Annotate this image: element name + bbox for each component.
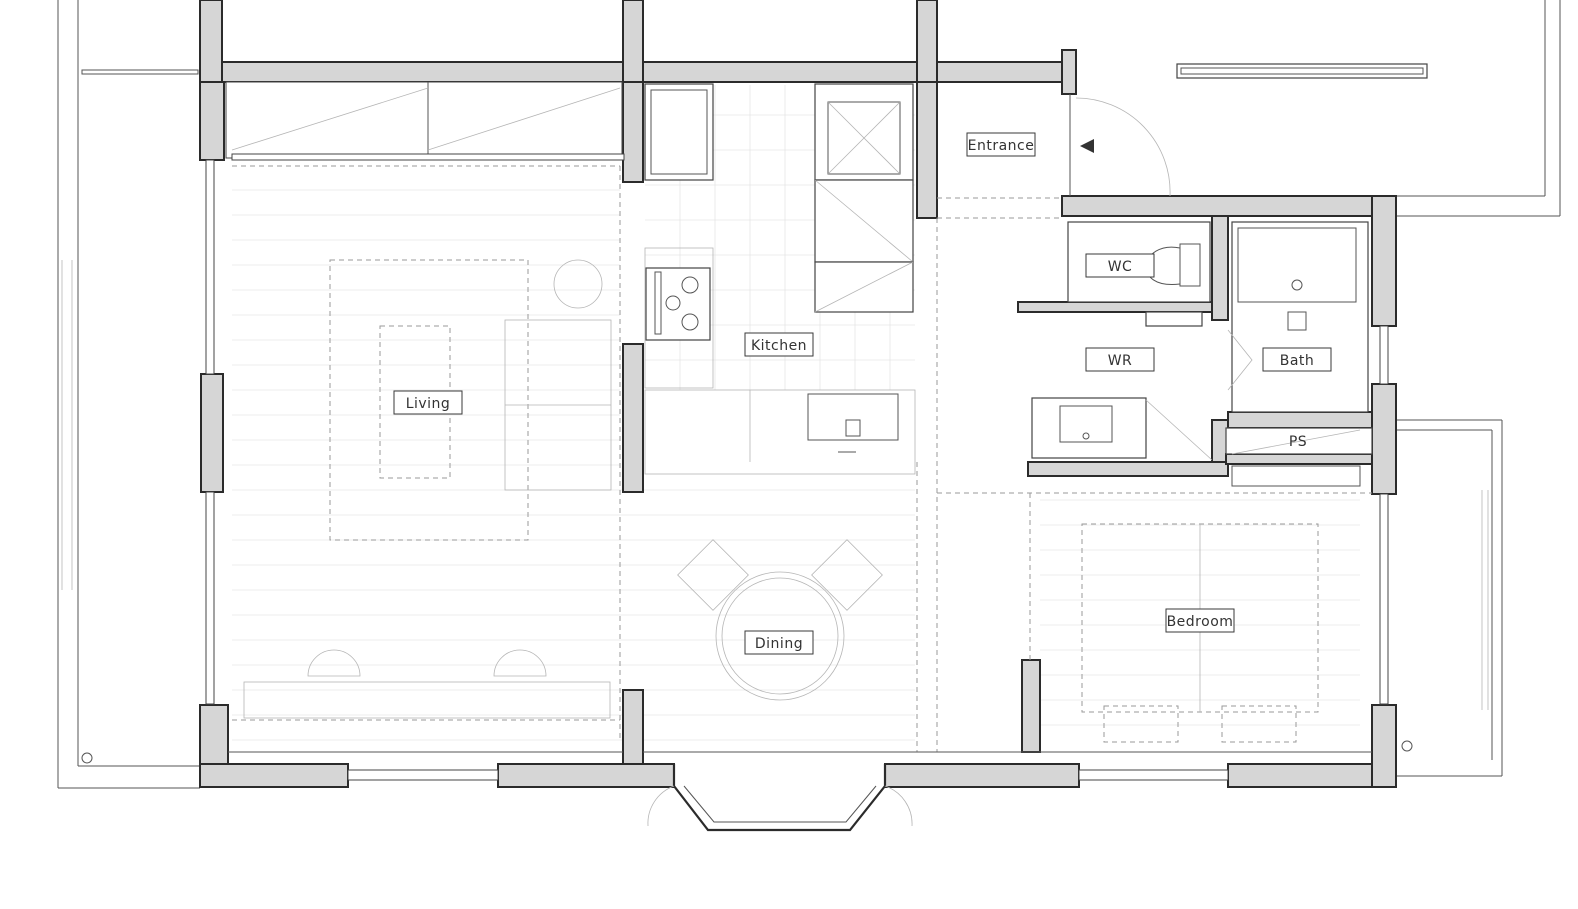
bedroom-label: Bedroom bbox=[1167, 614, 1234, 630]
wc-label: WC bbox=[1108, 259, 1133, 275]
entrance-label: Entrance bbox=[968, 138, 1035, 154]
room-label-wr: WR bbox=[1085, 347, 1155, 372]
entrance-door bbox=[1069, 94, 1171, 197]
room-label-dining: Dining bbox=[744, 630, 814, 655]
bath-label: Bath bbox=[1280, 353, 1315, 369]
room-label-ps: PS bbox=[1289, 434, 1307, 450]
room-label-bath: Bath bbox=[1262, 347, 1332, 372]
living-label: Living bbox=[406, 396, 451, 412]
windows bbox=[205, 81, 1389, 781]
site-outline bbox=[57, 0, 1561, 789]
room-label-bedroom: Bedroom bbox=[1165, 608, 1235, 633]
ps-label: PS bbox=[1289, 434, 1307, 450]
wr-label: WR bbox=[1108, 353, 1133, 369]
room-label-living: Living bbox=[393, 390, 463, 415]
room-label-kitchen: Kitchen bbox=[744, 332, 814, 357]
entry-arrow-icon bbox=[1080, 139, 1094, 153]
dining-label: Dining bbox=[755, 636, 803, 652]
bay-window bbox=[647, 764, 913, 832]
room-labels: Entrance WC Bath Kitchen WR Living PS Di… bbox=[393, 132, 1332, 655]
room-label-wc: WC bbox=[1085, 253, 1155, 278]
hidden-lines bbox=[228, 165, 1372, 753]
bath-fixtures bbox=[1031, 221, 1373, 487]
furniture bbox=[243, 259, 1319, 743]
kitchen-fixtures bbox=[644, 83, 916, 475]
kitchen-label: Kitchen bbox=[751, 338, 807, 354]
room-label-entrance: Entrance bbox=[966, 132, 1036, 157]
